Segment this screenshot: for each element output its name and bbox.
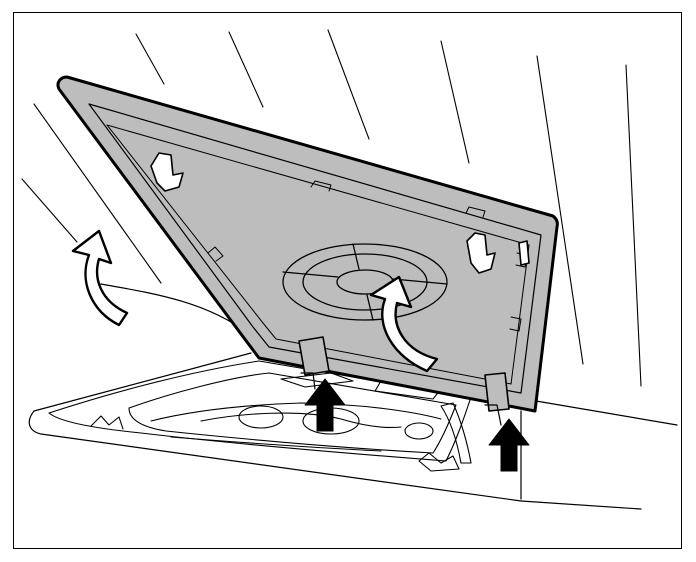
trunk-floor-lid-illustration bbox=[21, 29, 678, 510]
hinge-tab-right bbox=[484, 372, 510, 412]
background-lines bbox=[21, 29, 642, 387]
up-arrow-right bbox=[488, 418, 530, 472]
up-arrow-left bbox=[304, 378, 346, 432]
tool-bar bbox=[440, 402, 472, 464]
bg-line bbox=[33, 103, 162, 284]
well-outline bbox=[48, 360, 472, 462]
rim-notch bbox=[310, 180, 332, 192]
trunk-body bbox=[28, 283, 678, 510]
hinge-tabs bbox=[298, 336, 510, 412]
handle-spoke bbox=[392, 278, 448, 285]
well-inner-outline bbox=[128, 372, 457, 454]
storage-well bbox=[48, 360, 472, 472]
clip-small bbox=[518, 240, 530, 266]
bg-line bbox=[21, 178, 78, 243]
jack-part bbox=[404, 422, 434, 440]
lid-inner-rim-2 bbox=[106, 124, 530, 385]
hinge-bar bbox=[484, 404, 502, 426]
hook-part bbox=[90, 415, 124, 430]
bg-line bbox=[440, 40, 470, 164]
bg-line bbox=[135, 33, 165, 85]
illustration-frame bbox=[13, 12, 682, 549]
curved-arrow-icon bbox=[71, 229, 129, 327]
rim-notch bbox=[509, 316, 522, 332]
lid-body bbox=[56, 75, 559, 413]
wire-harness bbox=[200, 412, 402, 429]
well-ridge bbox=[170, 436, 382, 452]
handle-spoke bbox=[352, 243, 360, 270]
hinge-tab-left bbox=[298, 336, 330, 376]
rim-notch bbox=[207, 246, 224, 262]
handle-spoke bbox=[366, 294, 374, 321]
floor-right-lower bbox=[520, 500, 642, 510]
handle-outer bbox=[282, 243, 448, 321]
lid-handle bbox=[282, 243, 448, 321]
curved-arrow-icon bbox=[369, 275, 439, 373]
rim-notch bbox=[465, 206, 486, 218]
curved-arrow-center bbox=[369, 275, 439, 373]
handle-spoke bbox=[282, 271, 339, 278]
bg-line bbox=[228, 31, 264, 108]
floor-front-edge bbox=[33, 352, 252, 412]
clip-right bbox=[466, 232, 496, 274]
floor-right-wall bbox=[535, 400, 678, 426]
tool-bracket bbox=[280, 372, 354, 388]
spare-tire-hub bbox=[238, 405, 284, 429]
hinge-bars bbox=[300, 372, 502, 426]
clip-left bbox=[150, 152, 184, 192]
floor-lid-panel bbox=[56, 75, 559, 413]
clip-icon bbox=[150, 152, 530, 274]
hook-part bbox=[418, 452, 460, 472]
well-ridge bbox=[150, 402, 442, 422]
hinge-bar bbox=[300, 372, 316, 390]
curved-arrow-left bbox=[71, 229, 129, 327]
bg-line bbox=[327, 29, 370, 140]
bg-line bbox=[625, 64, 642, 387]
bg-line bbox=[536, 55, 584, 365]
up-arrow-icon bbox=[304, 378, 530, 472]
floor-left-edge bbox=[28, 410, 522, 502]
